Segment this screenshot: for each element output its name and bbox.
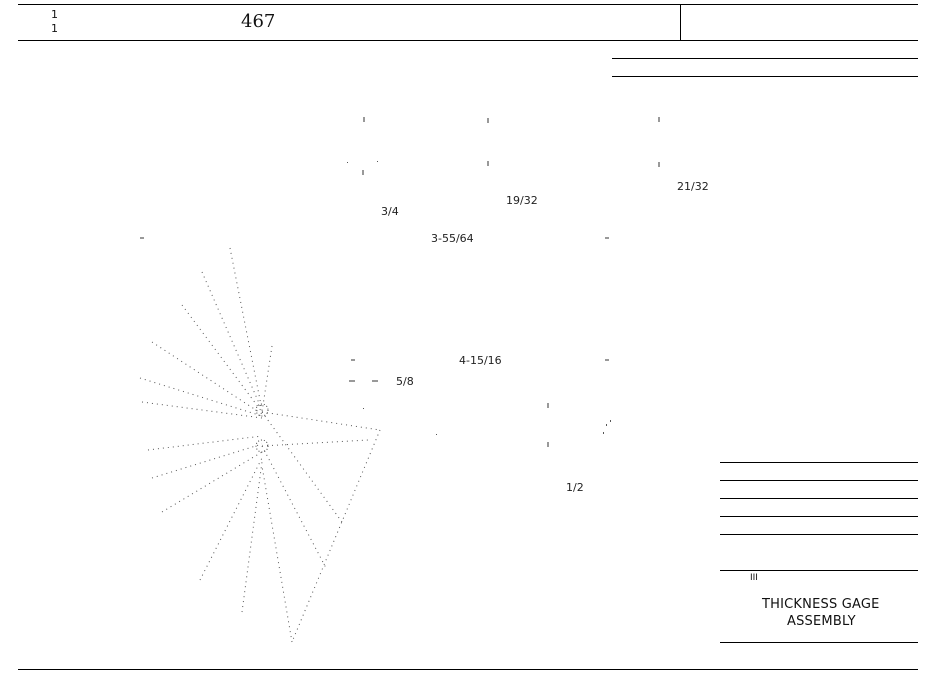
gage-leaves <box>139 247 381 643</box>
drawing-title-line-1: THICKNESS GAGE <box>762 597 880 612</box>
bottom-border-line <box>18 669 918 670</box>
top-block-bottom-line <box>18 40 918 41</box>
title-block-line-5 <box>720 534 918 535</box>
gage-pivot <box>255 403 269 453</box>
title-block-line-2 <box>720 480 918 481</box>
revision-line-1 <box>612 58 918 59</box>
dimension-1-2: 1/2 <box>566 481 584 494</box>
title-block-line-6 <box>720 570 918 571</box>
drawing-title-line-2: ASSEMBLY <box>787 614 856 629</box>
top-block-divider <box>680 4 681 41</box>
revision-line-2 <box>612 76 918 77</box>
dimension-3-4: 3/4 <box>381 205 399 218</box>
dimension-5-8: 5/8 <box>396 375 414 388</box>
top-border-line <box>18 4 918 5</box>
dimension-3-55-64: 3-55/64 <box>431 232 474 245</box>
title-block-line-4 <box>720 516 918 517</box>
title-block-small-label: III <box>750 573 758 583</box>
title-block-line-1 <box>720 462 918 463</box>
title-block-line-3 <box>720 498 918 499</box>
dimension-21-32: 21/32 <box>677 180 709 193</box>
ref-number-bottom: 1 <box>51 22 58 35</box>
stray-marks <box>347 161 611 435</box>
dimension-ticks <box>140 117 660 447</box>
title-block-line-7 <box>720 642 918 643</box>
dimension-4-15-16: 4-15/16 <box>459 354 502 367</box>
drawing-number: 467 <box>241 11 276 32</box>
dimension-19-32: 19/32 <box>506 194 538 207</box>
ref-number-top: 1 <box>51 8 58 21</box>
